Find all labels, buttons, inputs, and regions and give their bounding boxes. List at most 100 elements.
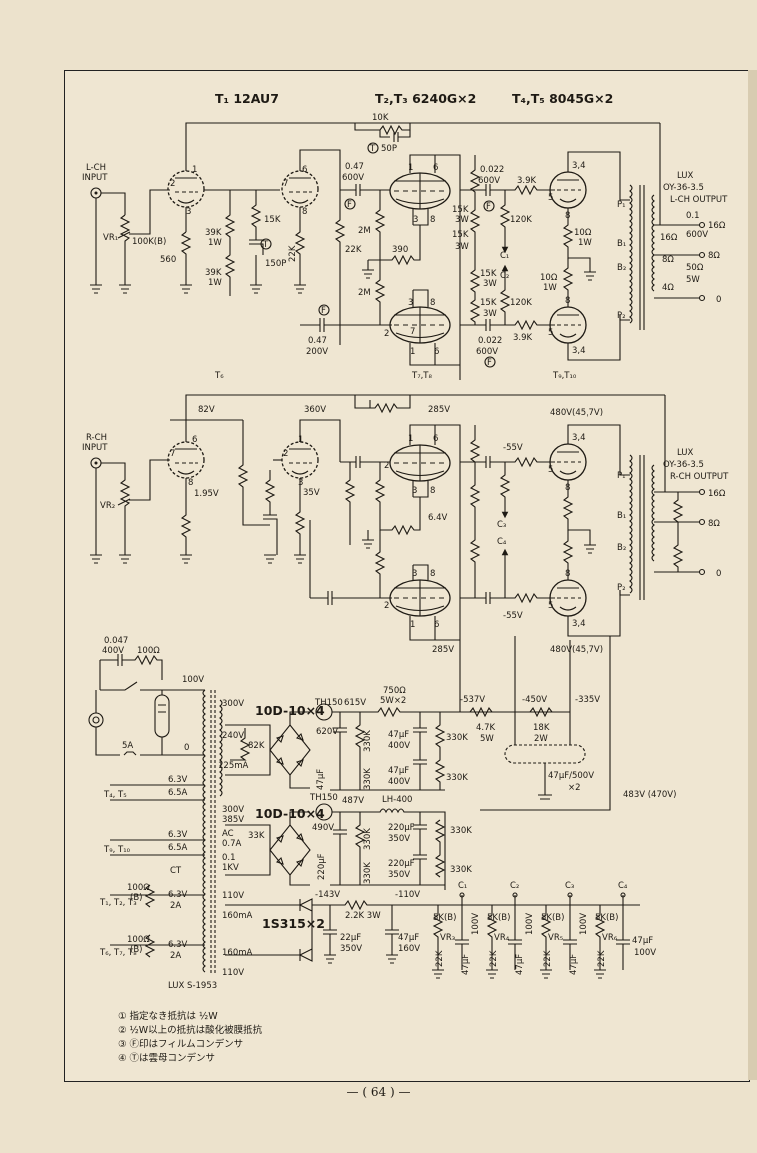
- r2m-1-label: 2M: [358, 226, 371, 236]
- r-out-name-1: LUX: [677, 448, 694, 458]
- v110a-label: 110V: [222, 891, 244, 901]
- svg-text:F: F: [487, 358, 492, 368]
- c047-bot-volt: 200V: [306, 347, 328, 357]
- r10k-label: 10K: [372, 113, 389, 123]
- r330k-7-label: 330K: [450, 826, 472, 836]
- v195-label: 1.95V: [194, 489, 219, 499]
- vr5-r5k: 5K(B): [541, 913, 564, 923]
- svg-text:T: T: [369, 144, 376, 154]
- vr3-r22k: 22K: [435, 950, 445, 967]
- r-b1: B₁: [617, 511, 626, 521]
- r33k-label: 33K: [248, 831, 265, 841]
- r-b2: B₂: [617, 543, 626, 553]
- svg-text:1: 1: [408, 163, 413, 173]
- vr5-label: VR₅: [548, 933, 563, 943]
- svg-text:F: F: [347, 200, 352, 210]
- note-1: ① 指定なき抵抗は ½W: [118, 1011, 218, 1022]
- r47k-value: 4.7K: [476, 723, 496, 733]
- c47-3-value: 47μF: [388, 766, 409, 776]
- l-p1: P₁: [617, 200, 626, 210]
- r-p2: P₂: [617, 583, 626, 593]
- v487-label: 487V: [342, 796, 364, 806]
- c0022-bot-volt: 600V: [476, 347, 498, 357]
- v335-label: -335V: [575, 695, 600, 705]
- svg-text:8: 8: [430, 215, 435, 225]
- svg-text:2: 2: [384, 601, 389, 611]
- c4-label: C₄: [497, 537, 507, 547]
- t6-label: T₆: [214, 371, 224, 381]
- t910-psu-label: T₉, T₁₀: [103, 845, 131, 855]
- r750-value: 750Ω: [383, 686, 406, 696]
- c47-1-label: 47μF: [316, 769, 326, 790]
- svg-text:1: 1: [192, 165, 197, 175]
- r15k3w-1-label: 15K: [452, 205, 469, 215]
- v300-label: 300V: [222, 699, 244, 709]
- r-tap-8: 8Ω: [708, 519, 720, 529]
- psu-c047-volt: 400V: [102, 646, 124, 656]
- vr4-label: VR₄: [494, 933, 510, 943]
- note-4: ④ Ⓣは雲母コンデンサ: [118, 1053, 216, 1064]
- svg-text:2: 2: [283, 449, 288, 459]
- svg-text:2: 2: [384, 329, 389, 339]
- l-r50-watt: 5W: [686, 275, 700, 285]
- r330k-8-label: 330K: [450, 865, 472, 875]
- svg-text:3: 3: [298, 478, 303, 488]
- svg-text:7: 7: [283, 179, 288, 189]
- t910-label: T₉,T₁₀: [552, 371, 577, 381]
- c47-500-mult: ×2: [568, 783, 581, 793]
- vr5-c47: 47μF: [569, 954, 579, 975]
- ac-amp: 0.7A: [222, 839, 242, 849]
- r10ohm-2-watt: 1W: [543, 283, 557, 293]
- xfmr-label: LUX S-1953: [168, 981, 217, 991]
- bridge-rectifier-2: [269, 824, 311, 876]
- svg-text:3: 3: [413, 215, 418, 225]
- c047-top-volt: 600V: [342, 173, 364, 183]
- r-tap-16: 16Ω: [708, 489, 726, 499]
- r100b1-b: (B): [130, 893, 142, 903]
- l-r8: 8Ω: [662, 255, 674, 265]
- r10ohm-1-label: 10Ω: [574, 228, 592, 238]
- v620-label: 620V: [316, 727, 338, 737]
- v300b-label: 300V: [222, 805, 244, 815]
- bias-c2-label: C₂: [510, 881, 519, 891]
- l-out-name-1: LUX: [677, 171, 694, 181]
- r330k-3-label: 330K: [446, 733, 468, 743]
- dual-capacitor-can: [504, 744, 586, 764]
- lh400-label: LH-400: [382, 795, 412, 805]
- t4-pins-34: 3,4: [572, 161, 586, 171]
- vr6-c47-value: 47μF: [632, 936, 653, 946]
- vr1-label: VR₁: [103, 233, 118, 243]
- r39k-1-watt: 1W: [208, 238, 222, 248]
- svg-text:3: 3: [186, 207, 191, 217]
- t45-label: T₄, T₅: [103, 790, 127, 800]
- r330k-2-label: 330K: [363, 768, 373, 790]
- v360-label: 360V: [304, 405, 326, 415]
- note-3: ③ Ⓕ印はフィルムコンデンサ: [118, 1039, 244, 1050]
- schematic-frame: [64, 70, 750, 1082]
- v285b-label: 285V: [432, 645, 454, 655]
- r-out-name-3: R-CH OUTPUT: [670, 472, 729, 482]
- r100b1-value: 100Ω: [127, 883, 150, 893]
- r15k3w-3-label: 15K: [480, 269, 497, 279]
- bias-c1-label: C₁: [458, 881, 467, 891]
- th1-label: TH150: [314, 698, 343, 708]
- c22uf-volt: 350V: [340, 944, 362, 954]
- svg-text:6: 6: [434, 347, 439, 357]
- svg-text:F: F: [321, 306, 326, 316]
- psu-c047-value: 0.047: [104, 636, 128, 646]
- t123-label: T₁, T₂, T₃: [99, 898, 137, 908]
- vr6-c47-volt: 100V: [634, 948, 656, 958]
- svg-text:8: 8: [302, 207, 307, 217]
- vr2-label: VR₂: [100, 501, 115, 511]
- vr4-c100: 100V: [525, 913, 535, 935]
- lch-input-label-2: INPUT: [82, 173, 108, 183]
- vr3-c100: 100V: [471, 913, 481, 935]
- h2-amp: 6.5A: [168, 843, 188, 853]
- v55a-label: -55V: [503, 443, 523, 453]
- r390-label: 390: [392, 245, 408, 255]
- t78-label: T₇,T₈: [411, 371, 432, 381]
- r10ohm-1-watt: 1W: [578, 238, 592, 248]
- svg-text:7: 7: [170, 449, 175, 459]
- diode3-label: 1S315×2: [262, 916, 325, 931]
